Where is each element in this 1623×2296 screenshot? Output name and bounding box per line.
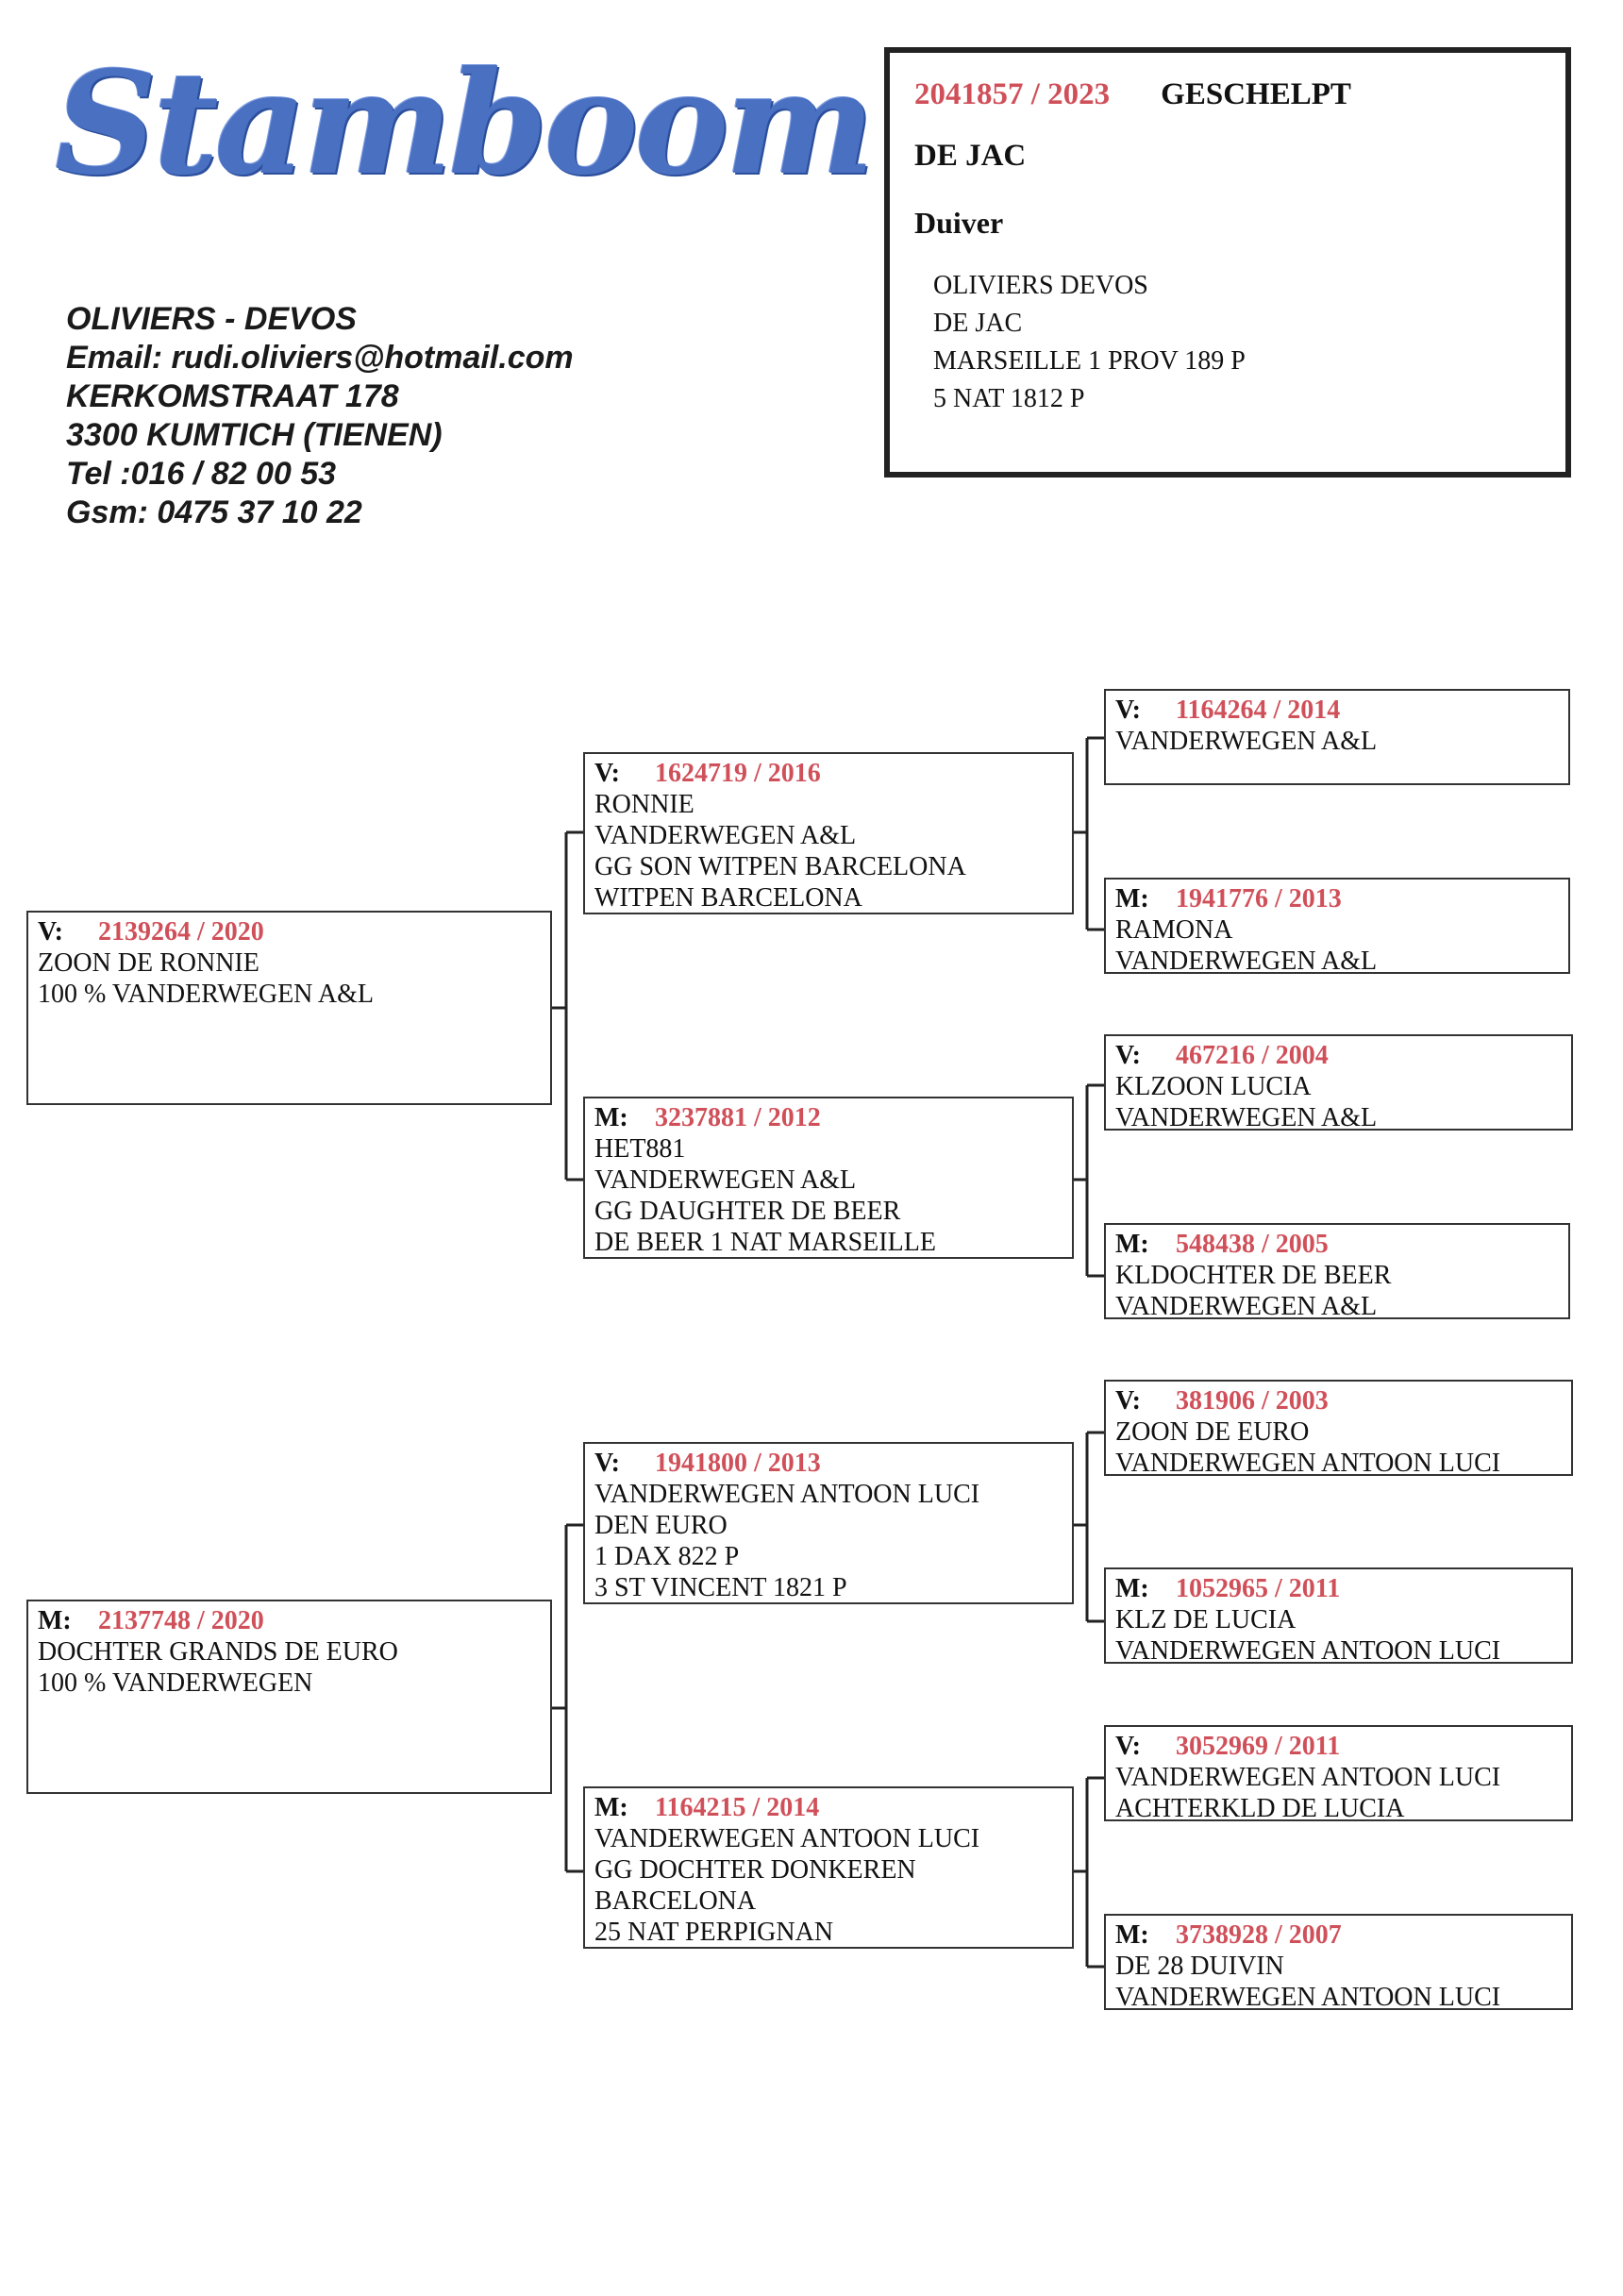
pedigree-card-dsd: M:1052965 / 2011 KLZ DE LUCIA VANDERWEGE…: [1104, 1567, 1573, 1666]
owner-tel: Tel :016 / 82 00 53: [66, 456, 337, 492]
bird-name: DE JAC: [914, 139, 1027, 173]
owner-name: OLIVIERS - DEVOS: [66, 301, 357, 337]
bird-sex: Duiver: [914, 206, 1004, 240]
owner-city: 3300 KUMTICH (TIENEN): [66, 417, 443, 453]
pedigree-card-ddd: M:3738928 / 2007 DE 28 DUIVIN VANDERWEGE…: [1104, 1914, 1573, 2012]
owner-gsm: Gsm: 0475 37 10 22: [66, 494, 362, 530]
pedigree-card-dds: V:3052969 / 2011 VANDERWEGEN ANTOON LUCI…: [1104, 1725, 1573, 1823]
pedigree-card-sire: V:2139264 / 2020 ZOON DE RONNIE 100 % VA…: [26, 911, 552, 1105]
bird-details: OLIVIERS DEVOS DE JAC MARSEILLE 1 PROV 1…: [914, 267, 1541, 418]
pedigree-card-sdd: M:548438 / 2005 KLDOCHTER DE BEER VANDER…: [1104, 1223, 1570, 1321]
pedigree-card-dam-dam: M:1164215 / 2014 VANDERWEGEN ANTOON LUCI…: [583, 1786, 1074, 1949]
bird-info-box: 2041857 / 2023 GESCHELPT DE JAC Duiver O…: [884, 47, 1571, 478]
bird-detail-line: MARSEILLE 1 PROV 189 P: [933, 346, 1246, 376]
stamboom-logo: Stamboom: [55, 41, 875, 207]
owner-email: Email: rudi.oliviers@hotmail.com: [66, 340, 574, 376]
pedigree-card-sss: V:1164264 / 2014 VANDERWEGEN A&L: [1104, 689, 1570, 785]
pedigree-card-sire-sire: V:1624719 / 2016 RONNIE VANDERWEGEN A&L …: [583, 752, 1074, 914]
owner-street: KERKOMSTRAAT 178: [66, 378, 399, 414]
bird-detail-line: OLIVIERS DEVOS: [933, 271, 1148, 300]
bird-ring-number: 2041857 / 2023: [914, 77, 1111, 111]
bird-detail-line: 5 NAT 1812 P: [933, 384, 1085, 413]
pedigree-card-sire-dam: M:3237881 / 2012 HET881 VANDERWEGEN A&L …: [583, 1097, 1074, 1259]
owner-contact: OLIVIERS - DEVOS Email: rudi.oliviers@ho…: [66, 300, 574, 532]
pedigree-card-dam-sire: V:1941800 / 2013 VANDERWEGEN ANTOON LUCI…: [583, 1442, 1074, 1604]
bird-detail-line: DE JAC: [933, 309, 1023, 338]
pedigree-card-dss: V:381906 / 2003 ZOON DE EURO VANDERWEGEN…: [1104, 1380, 1573, 1478]
bird-color: GESCHELPT: [1161, 77, 1351, 111]
pedigree-card-dam: M:2137748 / 2020 DOCHTER GRANDS DE EURO …: [26, 1600, 552, 1794]
pedigree-card-ssd: M:1941776 / 2013 RAMONA VANDERWEGEN A&L: [1104, 878, 1570, 976]
pedigree-card-sds: V:467216 / 2004 KLZOON LUCIA VANDERWEGEN…: [1104, 1034, 1573, 1132]
